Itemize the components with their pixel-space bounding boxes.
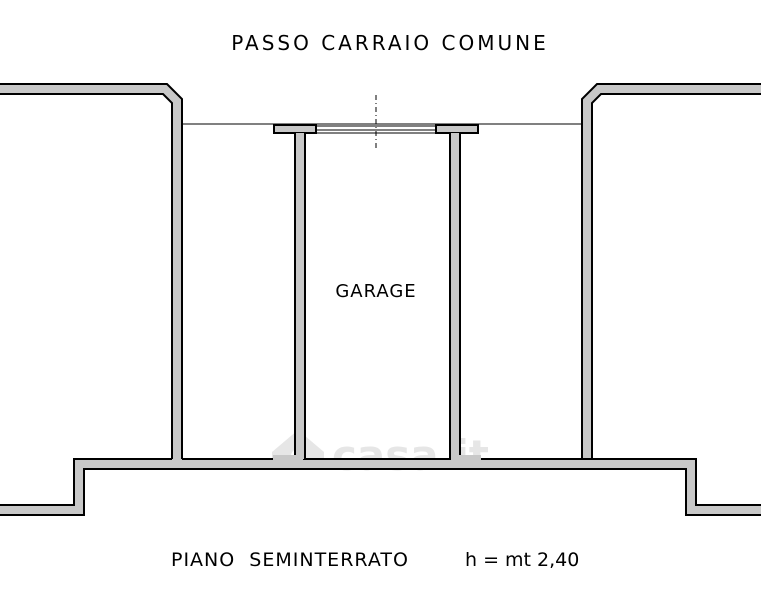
bottom-wall	[0, 458, 761, 516]
garage-left-wall	[273, 124, 317, 463]
top-label: PASSO CARRAIO COMUNE	[231, 31, 548, 55]
garage-right-wall	[435, 124, 481, 463]
left-building	[0, 83, 183, 460]
floor-label: PIANO SEMINTERRATO	[171, 549, 409, 571]
height-label: h = mt 2,40	[465, 549, 579, 571]
room-label: GARAGE	[335, 281, 416, 302]
right-building	[581, 83, 761, 460]
